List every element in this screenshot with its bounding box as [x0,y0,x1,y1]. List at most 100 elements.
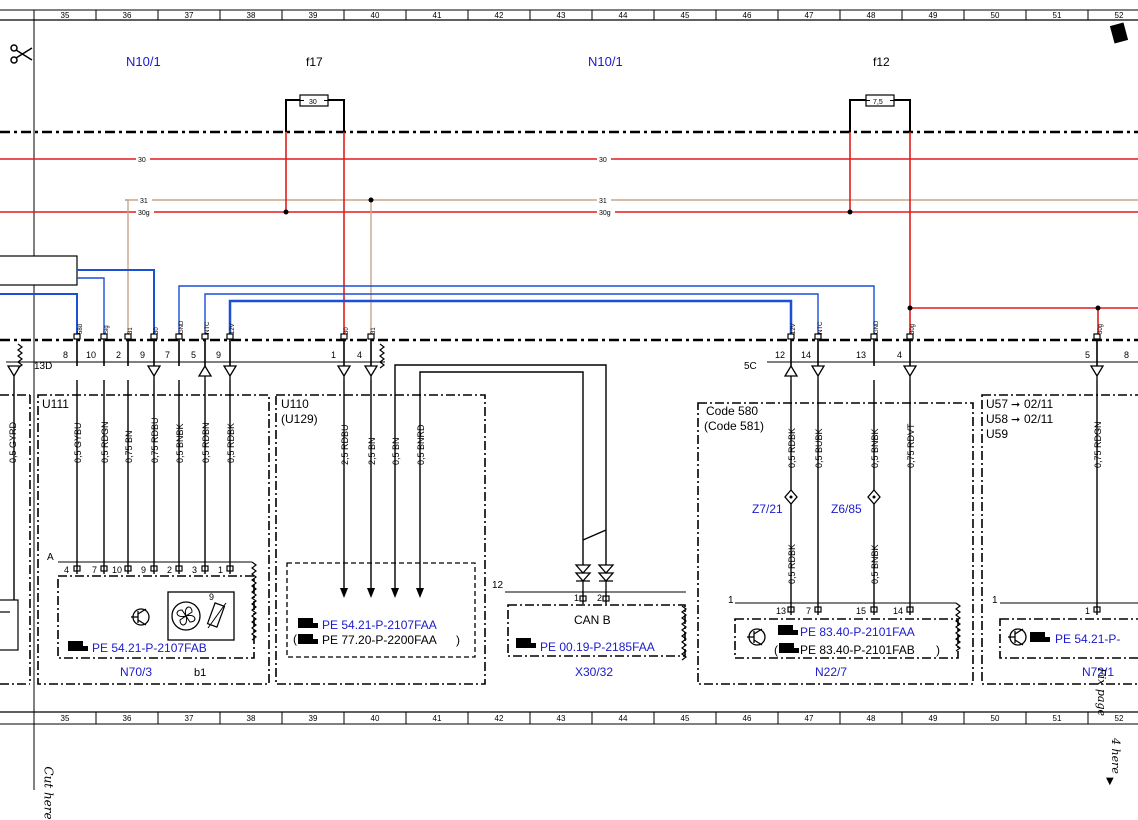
pin-tag: 31 [128,327,134,334]
arrow-down-icon [902,365,918,380]
n72-pin-1b: 1 [1085,606,1090,616]
n22-pin: 14 [893,606,903,616]
pin-terminal [367,333,375,340]
x30-pin-12: 12 [492,580,504,591]
top-ruler-number: 48 [867,11,876,20]
bus-30-label-b: 30 [599,157,607,164]
top-ruler-number: 51 [1053,11,1062,20]
wire-label: 0,75 BN [124,430,134,463]
block-u111-label: U111 [42,397,69,411]
page-corner-icon [1109,22,1129,44]
top-ruler-number: 39 [309,11,318,20]
top-ruler-number: 45 [681,11,690,20]
wire-label: 0,5 BNBK [175,423,185,463]
x30-can: CAN B [574,613,611,627]
u110-paren-open: ( [293,632,297,646]
x30-pin: 1 [574,593,579,603]
pin-tag: 58d [78,324,84,334]
pin-tag: 30 [154,327,160,334]
x30-pin: 2 [597,593,602,603]
splice-z7: Z7/21 [752,489,798,516]
wire-label: 0,75 RDBU [150,417,160,463]
wire-label: 0,5 BN [391,437,401,465]
pin-terminal [73,333,81,340]
bottom-ruler-number: 47 [805,714,814,723]
arrow-up-icon [783,364,799,380]
cut-here-text: Cut here [41,766,56,820]
pin-tag: 31 [371,327,377,334]
top-ruler-number: 40 [371,11,380,20]
wire-label: 0,5 RDGN [100,421,110,463]
pin-label: 7 [165,350,170,360]
wire-label: 0,5 RDBK [226,423,236,463]
wire-label: 0,75 RDVT [906,423,916,468]
n22-paren-open: ( [774,643,778,657]
bottom-ruler-number: 52 [1115,714,1124,723]
block-u57-date: 02/11 [1024,397,1053,411]
top-ruler-number: 37 [185,11,194,20]
scissors-icon [10,44,33,64]
pin-label: 10 [86,350,96,360]
pin-tag: GND [874,320,880,334]
component-n70: A 4 7 10 9 2 3 1 9 PE 54. [47,552,255,679]
bottom-ruler-number: 40 [371,714,380,723]
wire-label: 0,5 GYBU [73,422,83,463]
n22-ref2[interactable]: PE 83.40-P-2101FAB [800,643,915,657]
arrow-down-icon [336,365,352,380]
component-x30: 12 1 2 CAN B PE 00.19-P-2185FAA X30/32 [492,580,686,679]
pin-terminal [124,333,132,340]
pin-label: 9 [216,350,221,360]
connector-13d: 13D [6,361,385,372]
u110-ref2[interactable]: PE 77.20-P-2200FAA [322,633,437,647]
u110-ref1[interactable]: PE 54.21-P-2107FAA [322,618,437,632]
n70-pin-9: 9 [209,592,214,602]
bottom-ruler-number: 48 [867,714,876,723]
n10-left-label: N10/1 [126,54,161,69]
bus-31-label-b: 31 [599,198,607,205]
bottom-ruler-number: 44 [619,714,628,723]
arrow-down-icon [363,365,379,380]
bottom-ruler-number: 51 [1053,714,1062,723]
n70-pin: 2 [167,565,172,575]
top-ruler-number: 38 [247,11,256,20]
splice-z7-label: Z7/21 [752,502,783,516]
block-u57-label: U57 [986,397,1008,411]
squiggle [251,561,257,641]
pin-terminal [175,333,183,340]
wire-label: 0,5 BNBK [870,544,880,584]
pin-tag: 12V [230,323,236,334]
pin-label: 5 [1085,350,1090,360]
pin-label: 2 [116,350,121,360]
x30-ref[interactable]: PE 00.19-P-2185FAA [540,640,655,654]
bottom-ruler-number: 36 [123,714,132,723]
f17-label: f17 [306,55,323,69]
top-ruler-number: 52 [1115,11,1124,20]
u110-arrowheads [340,588,424,598]
squiggle [955,602,961,652]
n72-ref[interactable]: PE 54.21-P- [1055,632,1120,646]
pin-label: 12 [775,350,785,360]
pin-tags: 58d Sig 31 30 GND NTC 12V 30 31 12V NTC … [78,320,1104,334]
top-ruler-number: 50 [991,11,1000,20]
bus-31-label-a: 31 [140,198,148,205]
n70-pin: 9 [141,565,146,575]
pin-tag: Sig [104,325,110,334]
n70-pin: 7 [92,565,97,575]
fan-icon [167,591,235,641]
arrowhead-icon [391,588,399,598]
n22-pin: 15 [856,606,866,616]
reference-icon [1030,632,1050,642]
n72-pin-1a: 1 [992,595,998,606]
bottom-ruler-number: 45 [681,714,690,723]
connector-5c: 5C [744,361,1138,372]
n22-ref1[interactable]: PE 83.40-P-2101FAA [800,625,915,639]
connector-13d-label: 13D [34,361,52,372]
n70-ref[interactable]: PE 54.21-P-2107FAB [92,641,207,655]
n70-label: N70/3 [120,665,152,679]
pin-tag: 30 [344,327,350,334]
bus-30-label-a: 30 [138,157,146,164]
connector-squiggles [17,343,961,661]
